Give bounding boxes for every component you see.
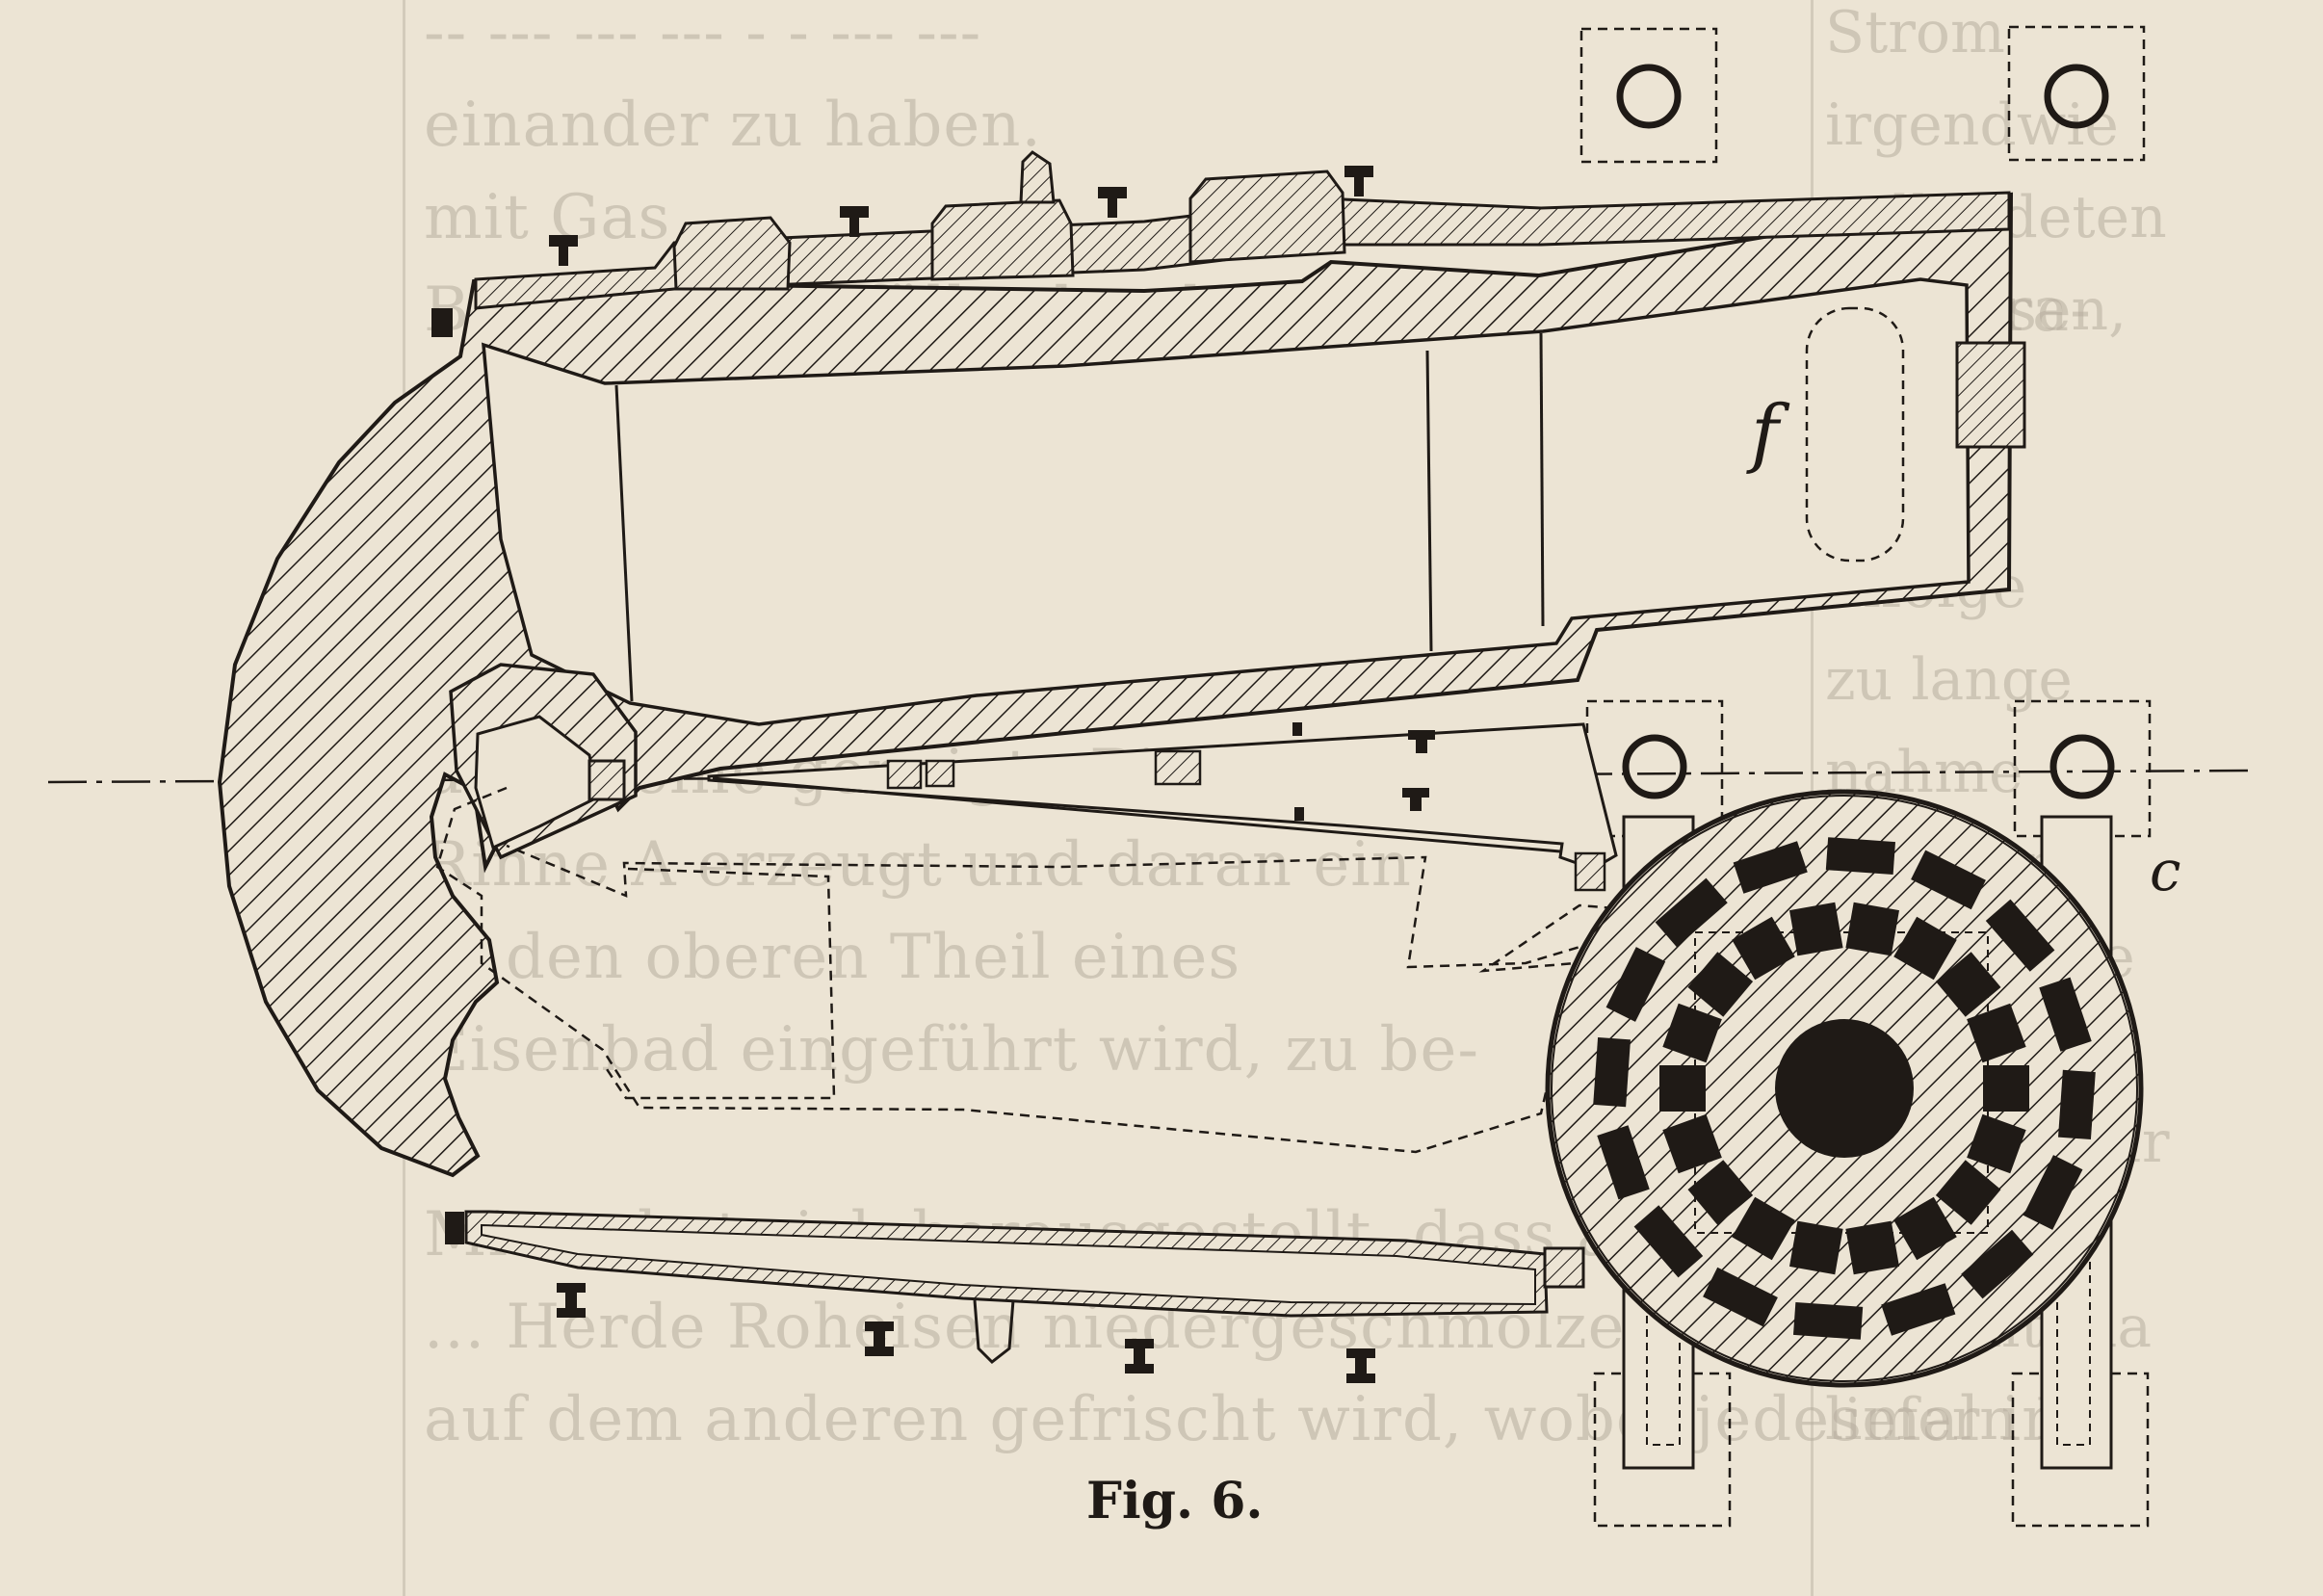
left-end-pocket [474,715,599,850]
door-opening-f [1805,306,1905,563]
regenerator-inner-brick [1845,1220,1900,1275]
regenerator-inner-brick [1967,1003,2026,1063]
figure-caption: Fig. 6. [1086,1472,1264,1531]
lower-hearth-outline [435,786,1630,1154]
regenerator-outer-brick [1985,899,2055,972]
regenerator-outer-brick [2057,1069,2096,1140]
bottom-plate-inner [481,1223,1536,1306]
regenerator-outer-brick [1961,1229,2034,1299]
regenerator-outer-brick [1792,1301,1864,1340]
regenerator-outer-brick [1593,1036,1631,1108]
regenerator-inner-brick [1845,902,1900,956]
end-door [1955,341,2026,449]
regenerator-inner-brick [1732,1196,1795,1261]
bottom-bolts [445,1212,1375,1383]
regenerator-outer-brick [1597,1125,1650,1200]
top-fittings [672,150,1346,291]
chamber-divider-3 [1539,332,1545,627]
regenerator-inner-brick [1662,1113,1722,1174]
channel-lower-edge [712,776,1561,853]
regenerator-c [1545,789,2144,1388]
label-c: c [2150,838,2181,903]
regenerator-outer-brick [1605,947,1666,1022]
regenerator-outer-brick [1733,841,1808,894]
regenerator-outer-brick [1703,1267,1778,1327]
regenerator-inner-brick [1983,1065,2029,1112]
left-end-block [587,759,626,801]
channel-bolts [1292,722,1435,821]
regenerator-inner-brick [1935,952,2001,1017]
regenerator-inner-brick [1935,1160,2001,1225]
lower-hearth-inner [605,867,836,1100]
chamber-divider-1 [614,384,634,702]
regenerator-inner-brick [1788,902,1843,956]
regenerator-inner-brick [1662,1003,1722,1063]
regenerator-outer-brick [1655,877,1728,948]
label-f: f [1751,390,1779,477]
top-ports-left [1579,27,1718,164]
top-ports-right [2007,25,2146,162]
chamber-divider-2 [1425,350,1433,652]
regenerator-outer-brick [2039,977,2092,1052]
regenerator-inner-brick [1659,1065,1706,1112]
regenerator-inner-brick [1893,1196,1957,1261]
regenerator-outer-brick [2023,1155,2083,1230]
regenerator-inner-brick [1967,1113,2026,1174]
channel-blocks [886,749,1606,892]
bottom-plate-end [1543,1246,1585,1289]
regenerator-outer-brick [1911,850,1986,910]
bottom-hanger [973,1299,1015,1364]
regenerator-inner-brick [1687,1160,1754,1225]
top-bolts [431,166,1373,337]
regenerator-inner-brick [1687,952,1754,1017]
regenerator-inner-brick [1788,1220,1843,1275]
regenerator-outer-brick [1633,1205,1704,1278]
regenerator-outer-brick [1825,837,1896,876]
regenerator-outer-brick [1881,1283,1956,1336]
